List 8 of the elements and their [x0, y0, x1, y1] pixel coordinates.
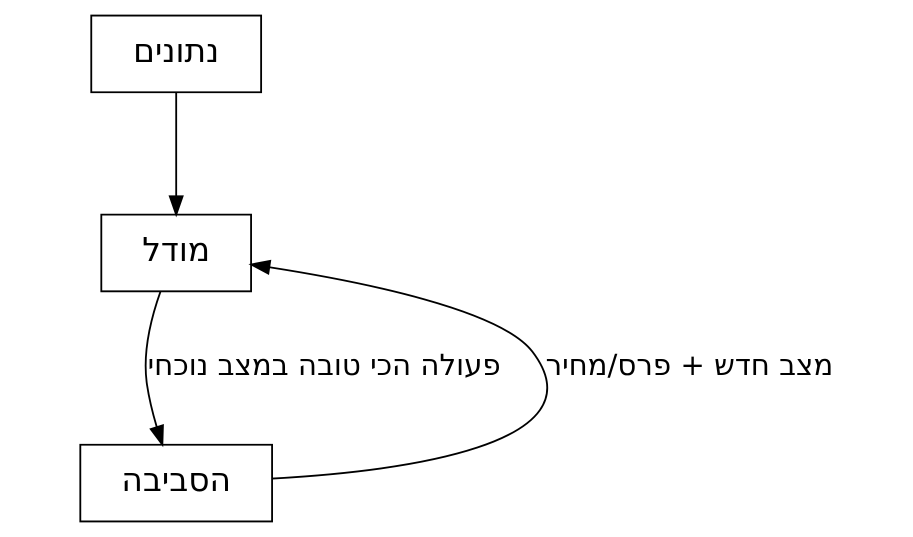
arrow	[144, 291, 164, 448]
node-box: מודל	[100, 214, 252, 292]
edge-label: פעולה הכי טובה במצב נוכחי	[147, 348, 500, 382]
edge-label: מצב חדש + פרס/מחיר	[545, 348, 833, 382]
node-box: נתונים	[90, 14, 262, 94]
node-box: הסביבה	[78, 444, 272, 522]
arrow	[168, 92, 184, 218]
arrow	[248, 260, 548, 480]
